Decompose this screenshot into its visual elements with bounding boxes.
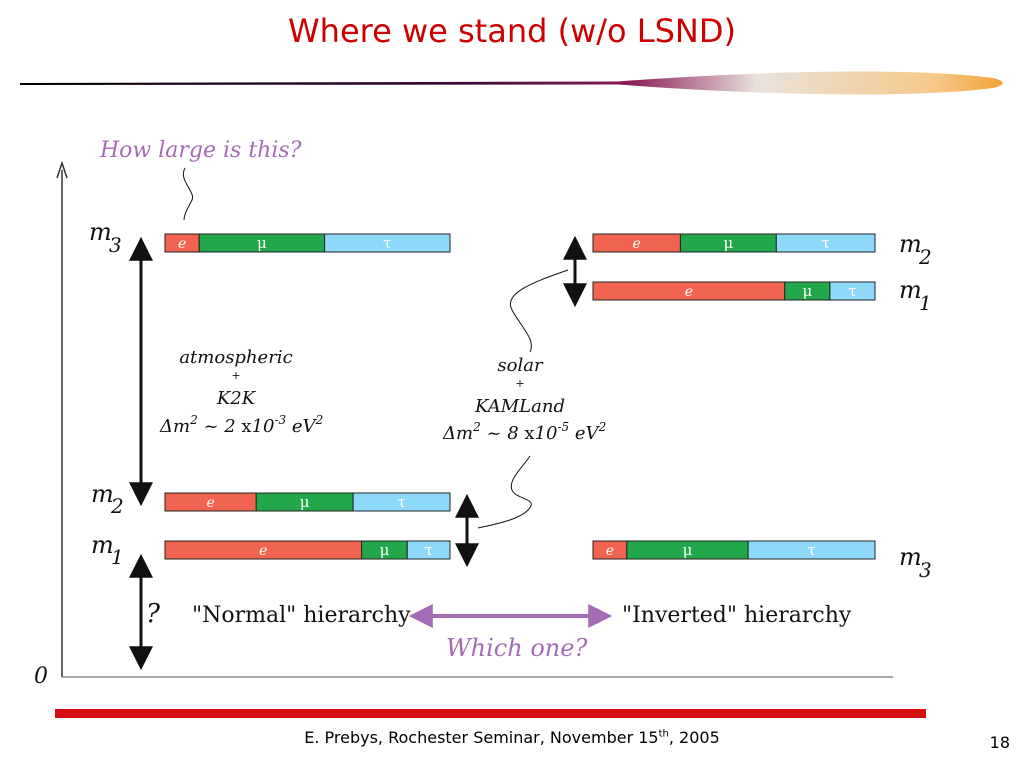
normal-m3-tau-segment <box>324 233 451 253</box>
svg-text:m: m <box>91 531 114 559</box>
svg-text:m: m <box>91 480 114 508</box>
atmospheric-annotation: atmospheric + K2K Δm2 ~ 2 x10-3 eV2 <box>159 347 323 437</box>
svg-text:m: m <box>899 230 922 258</box>
label-m2-normal: m 2 <box>91 480 124 518</box>
question-top-squiggle <box>182 167 194 221</box>
svg-text:m: m <box>899 543 922 571</box>
question-bottom: Which one? <box>446 634 587 662</box>
label-m3-inverted: m 3 <box>899 543 932 582</box>
footer-rule <box>55 709 926 718</box>
slide-title: Where we stand (w/o LSND) <box>288 12 736 50</box>
svg-text:3: 3 <box>919 558 932 582</box>
svg-text:Δm2 ~ 2 x10-3 eV2: Δm2 ~ 2 x10-3 eV2 <box>159 413 323 437</box>
inverted-m3-tau-segment <box>747 540 876 560</box>
normal-m2-mu-label: μ <box>300 493 310 511</box>
svg-text:solar: solar <box>497 355 544 376</box>
unknown-offset-label: ? <box>146 599 161 629</box>
normal-hierarchy-bars: e μ τ e μ τ e μ τ <box>164 233 451 560</box>
normal-m3-mu-label: μ <box>257 234 267 252</box>
svg-text:1: 1 <box>919 291 932 315</box>
inverted-hierarchy-label: "Inverted" hierarchy <box>622 603 852 628</box>
svg-text:2: 2 <box>918 245 932 269</box>
svg-text:Δm2 ~ 8 x10-5 eV2: Δm2 ~ 8 x10-5 eV2 <box>442 420 606 444</box>
svg-text:atmospheric: atmospheric <box>179 347 292 368</box>
solar-leader-bottom <box>477 455 532 529</box>
normal-m1-e-label: e <box>259 543 267 559</box>
svg-text:KAMLand: KAMLand <box>474 396 565 417</box>
inverted-m3-mu-label: μ <box>683 541 693 559</box>
normal-m1-tau-segment <box>406 540 451 560</box>
label-m2-inverted: m 2 <box>899 230 932 269</box>
svg-text:1: 1 <box>111 545 124 569</box>
normal-hierarchy-label: "Normal" hierarchy <box>192 603 411 628</box>
normal-m2-tau-label: τ <box>397 493 405 511</box>
svg-text:K2K: K2K <box>216 388 257 409</box>
label-m1-normal: m 1 <box>91 531 124 569</box>
normal-m1-tau-label: τ <box>424 541 432 559</box>
svg-text:3: 3 <box>109 233 122 257</box>
inverted-m2-mu-label: μ <box>723 234 733 252</box>
title-underline <box>20 71 1003 95</box>
mass-hierarchy-diagram: 0 How large is this? m 3 m 2 m 1 m 2 m 1… <box>34 138 932 689</box>
svg-text:2: 2 <box>110 494 124 518</box>
solar-leader-top <box>509 269 569 353</box>
normal-m1-mu-label: μ <box>380 541 390 559</box>
inverted-m2-tau-segment <box>775 233 876 253</box>
inverted-m1-mu-label: μ <box>802 282 812 300</box>
normal-m3-e-label: e <box>178 236 186 252</box>
footer-citation: E. Prebys, Rochester Seminar, November 1… <box>304 728 720 747</box>
inverted-m3-tau-label: τ <box>807 541 815 559</box>
inverted-m2-tau-label: τ <box>821 234 829 252</box>
normal-m2-e-label: e <box>206 495 214 511</box>
inverted-m1-tau-label: τ <box>848 282 856 300</box>
page-number: 18 <box>989 733 1010 752</box>
label-m1-inverted: m 1 <box>899 276 932 315</box>
solar-annotation: solar + KAMLand Δm2 ~ 8 x10-5 eV2 <box>442 355 606 444</box>
inverted-m1-tau-segment <box>829 281 876 301</box>
inverted-m2-e-label: e <box>633 236 641 252</box>
y-axis-arrowhead <box>56 160 68 179</box>
svg-text:m: m <box>899 276 922 304</box>
inverted-hierarchy-bars: e μ τ e μ τ e μ τ <box>592 233 876 560</box>
inverted-m1-e-label: e <box>685 284 693 300</box>
svg-text:+: + <box>515 377 524 390</box>
label-m3-normal: m 3 <box>89 218 122 257</box>
svg-text:m: m <box>89 218 112 246</box>
svg-text:+: + <box>231 369 240 382</box>
question-top: How large is this? <box>99 138 302 163</box>
inverted-m3-e-label: e <box>606 543 614 559</box>
axis-zero-label: 0 <box>34 664 48 689</box>
normal-m2-tau-segment <box>352 492 451 512</box>
normal-m3-tau-label: τ <box>383 234 391 252</box>
